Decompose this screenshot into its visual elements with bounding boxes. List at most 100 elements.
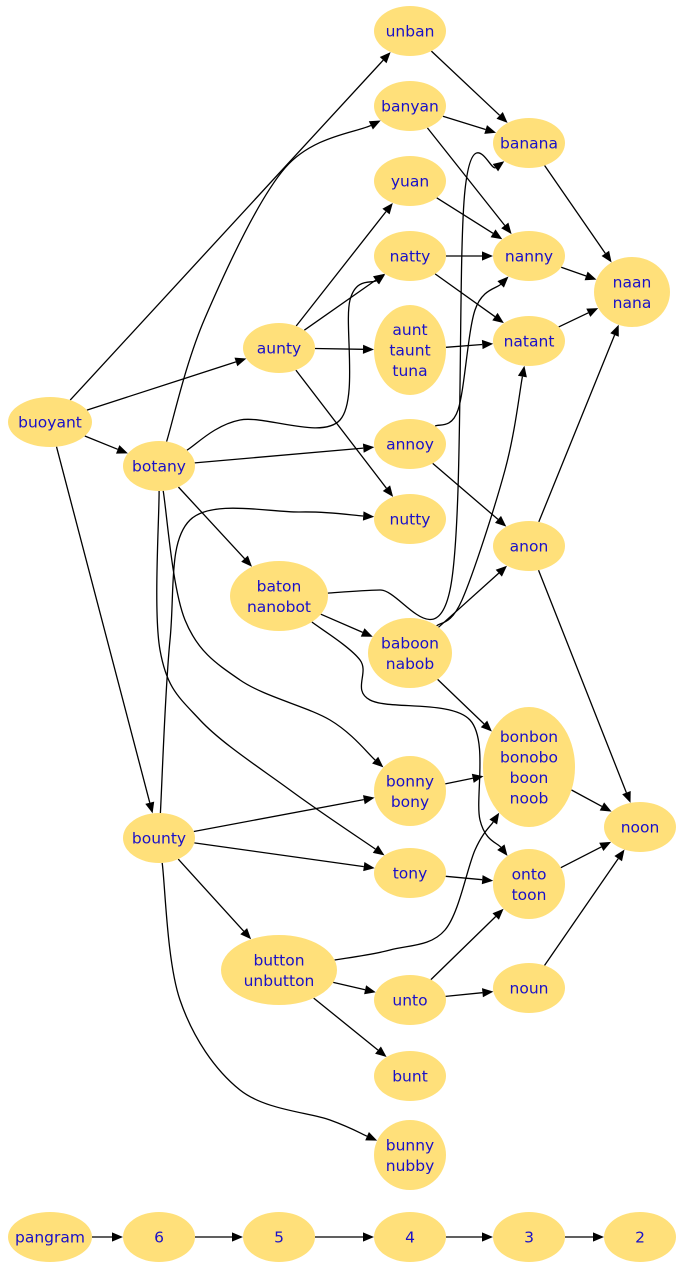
node-label: natty xyxy=(390,248,431,266)
arrowhead xyxy=(517,365,527,378)
arrowhead xyxy=(501,222,512,235)
node-label: banyan xyxy=(381,98,439,116)
node-ellipse xyxy=(604,802,676,852)
node-label: pangram xyxy=(15,1229,85,1247)
node-label: nanny xyxy=(505,248,553,266)
node-banana: banana xyxy=(493,118,565,168)
edge-aunty-to-yuan xyxy=(295,203,393,327)
arrowhead xyxy=(145,801,155,814)
node-label: bonbon xyxy=(500,728,558,746)
node-label: nana xyxy=(613,294,652,312)
edge-bounty-to-bonny xyxy=(193,795,375,833)
node-ellipse xyxy=(493,1212,565,1262)
edge-l3-to-l2 xyxy=(565,1232,604,1242)
edge-line xyxy=(327,152,497,621)
edge-baton-to-onto xyxy=(311,621,508,856)
arrowhead xyxy=(586,308,599,317)
edge-botany-to-natty xyxy=(186,274,386,451)
edge-line xyxy=(436,197,494,234)
node-ellipse xyxy=(221,935,337,1005)
edge-unto-to-onto xyxy=(430,908,504,981)
arrowhead xyxy=(492,908,504,920)
edge-banyan-to-banana xyxy=(442,115,497,134)
node-ellipse xyxy=(123,1212,195,1262)
arrowhead xyxy=(363,795,375,805)
edge-line xyxy=(194,447,364,464)
edge-l5-to-l4 xyxy=(315,1232,374,1242)
edge-button-to-bunt xyxy=(313,997,387,1057)
edge-l4-to-l3 xyxy=(446,1232,493,1242)
edge-botany-to-banyan xyxy=(165,120,381,442)
edge-line xyxy=(544,165,606,254)
node-yuan: yuan xyxy=(374,156,446,206)
node-ellipse xyxy=(368,618,452,688)
edge-line xyxy=(560,266,587,277)
arrowhead xyxy=(232,1232,243,1242)
edge-line xyxy=(334,821,494,961)
node-label: anon xyxy=(510,538,549,556)
node-label: bunt xyxy=(392,1068,428,1086)
edge-baboon-to-anon xyxy=(438,565,507,628)
arrowhead xyxy=(495,565,507,577)
node-label: aunt xyxy=(392,321,427,339)
arrowhead xyxy=(372,845,385,856)
arrowhead xyxy=(363,862,375,872)
node-label: nutty xyxy=(390,511,431,529)
edge-layer xyxy=(55,50,631,1242)
edge-bounty-to-nutty xyxy=(159,507,375,814)
arrowhead xyxy=(241,555,252,567)
edge-baboon-to-natant xyxy=(436,365,527,627)
node-ellipse xyxy=(493,521,565,571)
node-ellipse xyxy=(374,494,446,544)
edge-natant-to-naan xyxy=(558,308,599,328)
arrowhead xyxy=(481,339,494,350)
node-label: botany xyxy=(132,458,186,476)
edge-banyan-to-nanny xyxy=(426,127,512,235)
edge-line xyxy=(55,446,151,803)
arrowhead xyxy=(492,312,504,324)
arrowhead xyxy=(593,1232,604,1242)
edge-line xyxy=(159,507,364,814)
arrowhead xyxy=(382,203,393,215)
node-annoy: annoy xyxy=(374,419,446,469)
edge-buoyant-to-aunty xyxy=(86,357,247,411)
node-ellipse xyxy=(8,1212,92,1262)
edge-line xyxy=(165,124,372,442)
edge-baton-to-banana xyxy=(327,152,505,621)
node-label: taunt xyxy=(389,342,430,360)
edge-tony-to-onto xyxy=(445,875,494,885)
edge-bonny-to-bonbon xyxy=(445,773,484,785)
node-banyan: banyan xyxy=(374,81,446,131)
edge-line xyxy=(430,50,501,116)
edge-onto-to-noon xyxy=(560,841,612,869)
edge-l6-to-l5 xyxy=(195,1232,243,1242)
arrowhead xyxy=(484,125,497,134)
node-nanny: nanny xyxy=(493,231,565,281)
node-ellipse xyxy=(493,231,565,281)
node-ellipse xyxy=(374,419,446,469)
edge-line xyxy=(162,490,376,761)
edge-bounty-to-button xyxy=(177,858,252,940)
edge-line xyxy=(434,283,502,427)
node-label: button xyxy=(253,951,304,969)
arrowhead xyxy=(112,1232,123,1242)
arrowhead xyxy=(362,344,374,354)
arrowhead xyxy=(490,229,503,240)
edge-line xyxy=(161,862,368,1137)
arrowhead xyxy=(481,875,494,885)
edge-anon-to-naan xyxy=(538,324,619,523)
edge-unto-to-noun xyxy=(445,988,494,998)
node-ellipse xyxy=(374,305,446,395)
node-ellipse xyxy=(374,1120,446,1190)
node-label: 2 xyxy=(635,1229,645,1247)
node-label: baton xyxy=(257,577,302,595)
edge-line xyxy=(558,312,589,328)
node-label: unto xyxy=(392,992,427,1010)
arrowhead xyxy=(363,1232,374,1242)
edge-line xyxy=(560,846,602,869)
node-label: 5 xyxy=(274,1229,284,1247)
arrowhead xyxy=(360,628,373,637)
